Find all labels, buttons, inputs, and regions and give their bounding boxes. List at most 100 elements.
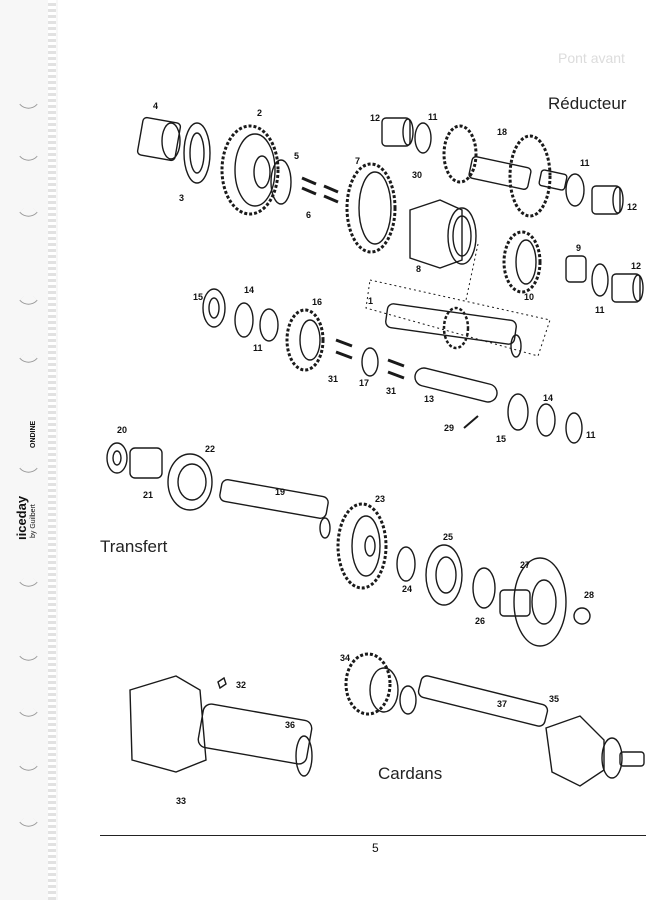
flange-part-27 bbox=[499, 557, 567, 647]
screw-part-32 bbox=[217, 676, 227, 690]
callout-3: 3 bbox=[179, 193, 185, 203]
callout-15: 15 bbox=[193, 292, 204, 302]
bearing-part-12-low bbox=[611, 273, 644, 303]
ghost-bleed-text: Pont avant bbox=[558, 50, 625, 66]
callout-21: 21 bbox=[143, 490, 154, 500]
needle-rollers-part-6 bbox=[301, 176, 339, 204]
gear-part-2 bbox=[220, 124, 280, 216]
seal-part-26 bbox=[472, 567, 496, 609]
washer-part-11 bbox=[414, 122, 432, 154]
callout-27: 27 bbox=[520, 560, 531, 570]
pin-part-29 bbox=[463, 415, 479, 429]
callout-6: 6 bbox=[306, 210, 312, 220]
boot-part-34 bbox=[344, 652, 399, 716]
callout-12: 12 bbox=[370, 113, 381, 123]
callout-24: 24 bbox=[402, 584, 413, 594]
washer-part-24 bbox=[396, 546, 416, 582]
callout-36: 36 bbox=[285, 720, 296, 730]
nut-part-28 bbox=[573, 607, 591, 625]
callout-8: 8 bbox=[416, 264, 422, 274]
ring-part-5 bbox=[270, 159, 292, 205]
bearing-cup-part-4 bbox=[136, 116, 182, 162]
callout-5: 5 bbox=[294, 151, 300, 161]
gear-part-10 bbox=[502, 230, 542, 294]
callout-33: 33 bbox=[176, 796, 187, 806]
callout-9: 9 bbox=[576, 243, 582, 253]
needle-rollers-part-31 bbox=[335, 338, 405, 380]
gear-part-16 bbox=[285, 308, 325, 372]
callout-31: 31 bbox=[386, 386, 397, 396]
callout-18: 18 bbox=[497, 127, 508, 137]
callout-11: 11 bbox=[253, 343, 263, 353]
clip-part-37-ring bbox=[399, 685, 417, 715]
washer-part-15-right bbox=[507, 393, 529, 431]
washer-part-11-left bbox=[259, 308, 279, 342]
section-title-transfert: Transfert bbox=[100, 537, 168, 556]
shaft-part-13 bbox=[414, 367, 498, 403]
callout-14: 14 bbox=[244, 285, 255, 295]
callout-28: 28 bbox=[584, 590, 595, 600]
binder-perforation-strip bbox=[48, 0, 56, 900]
cv-joint-part-35 bbox=[545, 715, 645, 787]
callout-11: 11 bbox=[428, 112, 438, 122]
needle-cage-part-14-right bbox=[536, 403, 556, 437]
shaft-part-19 bbox=[219, 479, 331, 539]
callout-37: 37 bbox=[497, 699, 508, 709]
gear-part-23 bbox=[336, 502, 388, 590]
bearing-part-25 bbox=[425, 544, 463, 606]
footer-rule bbox=[100, 835, 646, 836]
bearing-part-12-top bbox=[381, 117, 414, 147]
callout-17: 17 bbox=[359, 378, 370, 388]
manual-page bbox=[58, 0, 654, 900]
callout-19: 19 bbox=[275, 487, 286, 497]
callout-29: 29 bbox=[444, 423, 455, 433]
housing-part-33 bbox=[129, 675, 313, 777]
sleeve-part-8 bbox=[409, 199, 477, 269]
section-title-cardans: Cardans bbox=[378, 764, 443, 783]
thrust-washer-part-3 bbox=[183, 122, 211, 184]
washer-part-15 bbox=[202, 288, 226, 328]
callout-31: 31 bbox=[328, 374, 339, 384]
callout-7: 7 bbox=[355, 156, 361, 166]
callout-35: 35 bbox=[549, 694, 560, 704]
washer-part-20 bbox=[106, 442, 128, 474]
page-number: 5 bbox=[372, 841, 379, 855]
callout-26: 26 bbox=[475, 616, 486, 626]
callout-20: 20 bbox=[117, 425, 128, 435]
shaft-part-18 bbox=[442, 124, 568, 218]
callout-25: 25 bbox=[443, 532, 454, 542]
callout-1: 1 bbox=[368, 296, 374, 306]
washer-part-11-right bbox=[565, 173, 585, 207]
gear-part-7 bbox=[345, 162, 397, 254]
callout-32: 32 bbox=[236, 680, 247, 690]
callout-11: 11 bbox=[586, 430, 596, 440]
callout-13: 13 bbox=[424, 394, 435, 404]
dashed-assembly-outline bbox=[365, 279, 551, 357]
callout-10: 10 bbox=[524, 292, 535, 302]
bearing-housing-part-22 bbox=[167, 453, 213, 511]
callout-14: 14 bbox=[543, 393, 554, 403]
callout-12: 12 bbox=[627, 202, 638, 212]
needle-cage-part-14 bbox=[234, 302, 254, 338]
spacer-part-17 bbox=[361, 347, 379, 377]
bearing-part-21 bbox=[129, 447, 163, 479]
callout-12: 12 bbox=[631, 261, 642, 271]
section-title-reducteur: Réducteur bbox=[548, 94, 627, 113]
callout-11: 11 bbox=[580, 158, 590, 168]
callout-4: 4 bbox=[153, 101, 159, 111]
callout-15: 15 bbox=[496, 434, 507, 444]
callout-30: 30 bbox=[412, 170, 423, 180]
washer-part-11-bottom bbox=[565, 412, 583, 444]
callout-22: 22 bbox=[205, 444, 216, 454]
callout-16: 16 bbox=[312, 297, 323, 307]
halfshaft-part-37 bbox=[417, 675, 549, 727]
callout-34: 34 bbox=[340, 653, 351, 663]
callout-23: 23 bbox=[375, 494, 386, 504]
washer-part-11-low bbox=[591, 263, 609, 297]
needle-bearing-part-9 bbox=[565, 255, 587, 283]
bearing-part-12-right bbox=[591, 185, 624, 215]
callout-2: 2 bbox=[257, 108, 263, 118]
callout-11: 11 bbox=[595, 305, 605, 315]
main-shaft-part-1 bbox=[385, 303, 522, 358]
